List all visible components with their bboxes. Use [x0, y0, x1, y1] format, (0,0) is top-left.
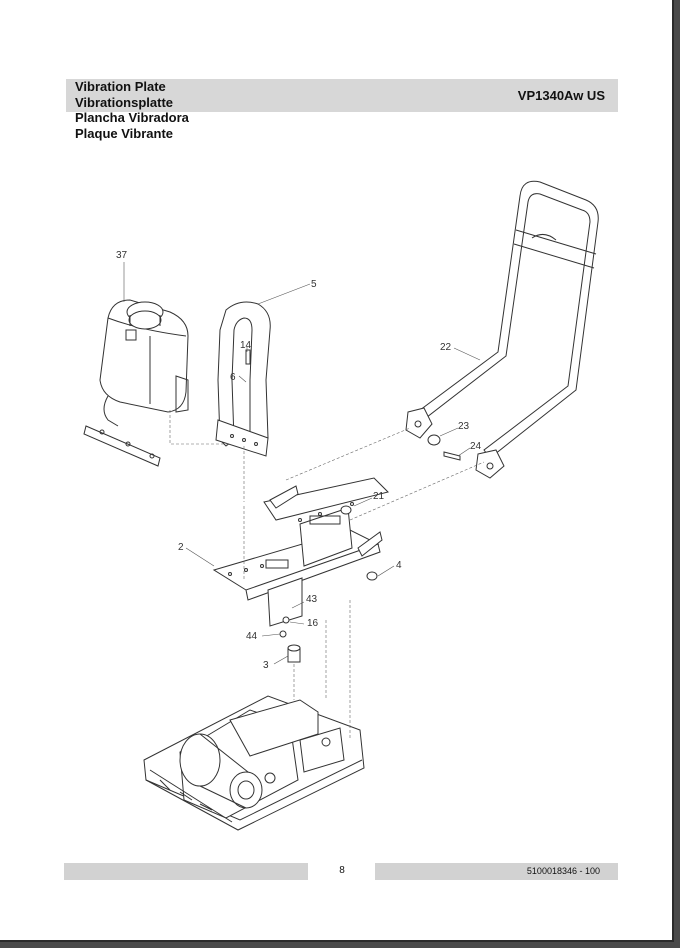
- mounting-plate-part: [185, 477, 395, 665]
- callout-2: 2: [178, 542, 184, 553]
- title-es: Plancha Vibradora: [75, 110, 189, 126]
- footer-bar-right: [375, 863, 618, 880]
- exploded-parts-diagram: 37 5 14 6 22 23 24 21 2 4 43 16 44 3: [83, 180, 599, 831]
- title-de: Vibrationsplatte: [75, 94, 174, 110]
- water-tank-part: [83, 262, 189, 467]
- callout-24: 24: [470, 441, 482, 452]
- document-number: 5100018346 - 100: [526, 866, 600, 876]
- callout-5: 5: [311, 279, 317, 290]
- title-en: Vibration Plate: [75, 79, 166, 94]
- callout-labels: 37 5 14 6 22 23 24 21 2 4 43 16 44 3: [116, 250, 482, 671]
- callout-21: 21: [373, 491, 385, 502]
- callout-6: 6: [230, 372, 236, 383]
- header-bar: [66, 79, 618, 112]
- title-block: Vibration Plate Vibrationsplatte Plancha…: [75, 79, 189, 141]
- callout-37: 37: [116, 250, 128, 261]
- handle-part: [405, 180, 599, 479]
- tank-bracket-part: [215, 283, 311, 457]
- page-number: 8: [339, 865, 345, 876]
- callout-16: 16: [307, 618, 319, 629]
- callout-22: 22: [440, 342, 452, 353]
- footer-bar-left: [64, 863, 308, 880]
- callout-23: 23: [458, 421, 470, 432]
- title-fr: Plaque Vibrante: [75, 125, 174, 141]
- callout-3: 3: [263, 660, 269, 671]
- callout-14: 14: [240, 340, 252, 351]
- model-number: VP1340Aw US: [517, 88, 605, 103]
- base-plate-part: [143, 695, 365, 831]
- callout-44: 44: [246, 631, 258, 642]
- assembly-lines: [169, 410, 485, 740]
- callout-4: 4: [396, 560, 402, 571]
- callout-43: 43: [306, 594, 318, 605]
